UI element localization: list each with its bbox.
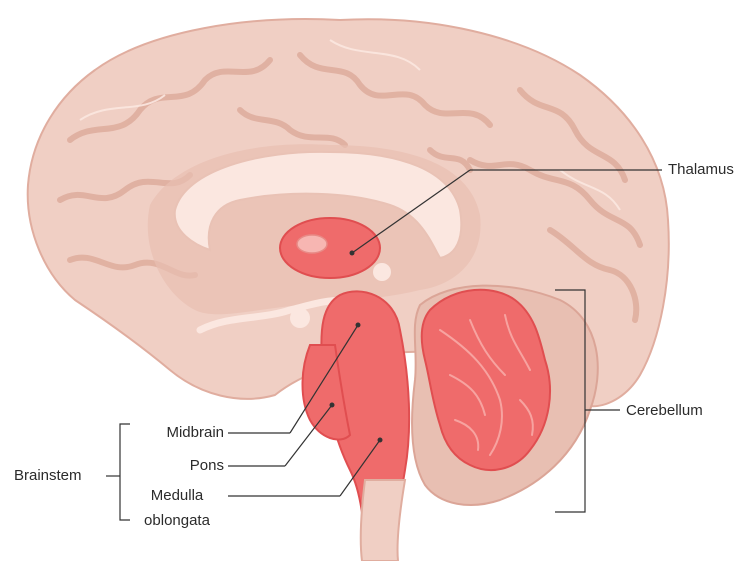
brainstem-label: Brainstem: [14, 467, 82, 484]
cerebellum-label: Cerebellum: [626, 402, 703, 419]
thalamus-shape: [280, 218, 380, 278]
medulla-label-line1: Medulla: [130, 487, 224, 504]
midbrain-label: Midbrain: [130, 424, 224, 441]
medulla-label-line2: oblongata: [130, 512, 224, 529]
pons-label: Pons: [130, 457, 224, 474]
thalamus-label: Thalamus: [668, 161, 734, 178]
